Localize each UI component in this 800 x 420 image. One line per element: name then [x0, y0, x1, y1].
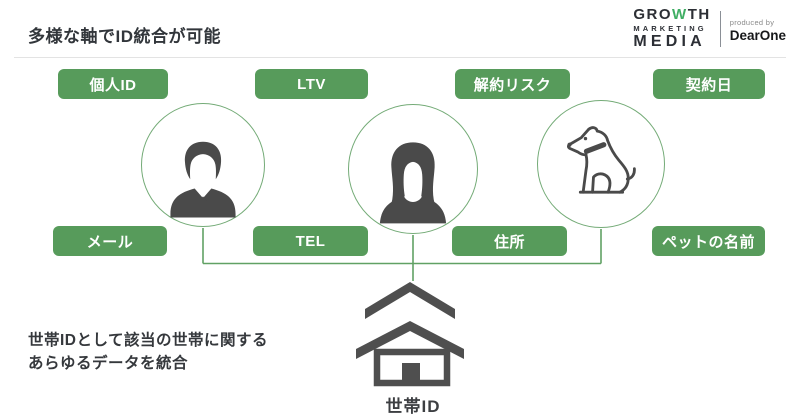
- caption-line-2: あらゆるデータを統合: [28, 355, 189, 373]
- dog-icon: [566, 126, 636, 194]
- badge-contract-date: 契約日: [653, 69, 765, 99]
- logo-media-line: MEDIA: [633, 32, 706, 50]
- badge-personal-id: 個人ID: [58, 69, 168, 99]
- badge-ltv: LTV: [255, 69, 368, 99]
- logo-separator: [719, 10, 721, 47]
- badge-tel: TEL: [253, 226, 368, 256]
- entity-circle-man: [141, 103, 265, 227]
- growth-logo-text: GROWTH MARKETING MEDIA: [633, 7, 710, 50]
- logo-growth-line: GROWTH: [633, 6, 711, 23]
- badge-address: 住所: [452, 226, 567, 256]
- badge-email: メール: [53, 226, 167, 256]
- entity-circle-dog: [537, 100, 665, 228]
- produced-by-label: produced by: [729, 18, 775, 28]
- woman-icon: [379, 142, 447, 224]
- badge-pet-name: ペットの名前: [652, 226, 765, 256]
- dearone-logo: produced by DearOne: [730, 14, 786, 43]
- caption-line-1: 世帯IDとして該当の世帯に関する: [28, 332, 269, 349]
- growth-marketing-media-logo: GROWTH MARKETING MEDIA produced by DearO…: [633, 7, 786, 50]
- page-title: 多様な軸でID統合が可能: [28, 27, 221, 46]
- household-id-label: 世帯ID: [385, 397, 441, 416]
- man-icon: [170, 141, 236, 218]
- logo-marketing-line: MARKETING: [633, 23, 707, 33]
- caption-text: 世帯IDとして該当の世帯に関する あらゆるデータを統合: [28, 329, 268, 376]
- house-icon: [356, 282, 464, 387]
- logo-green-w-check: W: [672, 6, 688, 23]
- header-divider: [14, 57, 786, 58]
- badge-churn-risk: 解約リスク: [455, 69, 570, 99]
- household-house: [356, 280, 470, 390]
- entity-circle-woman: [348, 104, 478, 234]
- dearone-brand-name: DearOne: [729, 28, 786, 44]
